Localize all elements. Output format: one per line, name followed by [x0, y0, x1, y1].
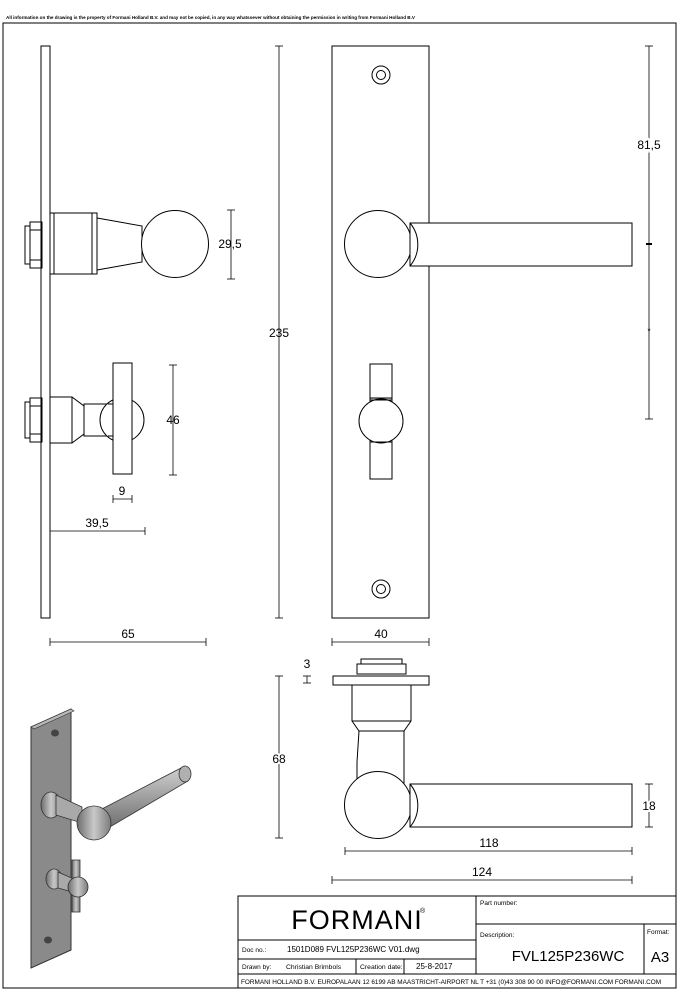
dim-side-height: 235: [269, 326, 289, 340]
dim-handle-projection: 65: [121, 627, 135, 641]
creation-date-label: Creation date:: [360, 964, 403, 971]
side-turn-assembly: [24, 362, 145, 475]
dim-turn-width: 9: [119, 484, 126, 498]
format-label: Format:: [647, 929, 670, 936]
screw-hole-top: [371, 65, 391, 85]
front-view: [331, 45, 633, 619]
front-turn: [358, 363, 404, 480]
creation-date-value: 25-8-2017: [416, 962, 453, 971]
dim-lever-length-total: 124: [472, 865, 492, 879]
side-lever-assembly: [24, 210, 209, 278]
part-number-label: Part number:: [480, 900, 518, 907]
registered-mark: ®: [420, 907, 426, 915]
center-mark: *: [647, 327, 650, 336]
dim-knob-diameter: 29,5: [218, 237, 242, 251]
side-dimension-lines: [49, 45, 283, 646]
front-backplate: [331, 45, 430, 619]
dim-hole-distance: 81,5: [637, 138, 661, 152]
description-value: FVL125P236WC: [512, 948, 625, 965]
side-backplate: [40, 45, 51, 619]
dim-turn-projection: 39,5: [85, 516, 109, 530]
footer-address: FORMANI HOLLAND B.V. EUROPALAAN 12 6199 …: [241, 979, 661, 986]
format-value: A3: [651, 949, 669, 966]
dim-lever-projection: 68: [272, 752, 286, 766]
dim-turn-height: 46: [166, 413, 180, 427]
side-view: [24, 45, 209, 619]
copyright-notice: All information on the drawing is the pr…: [6, 15, 415, 20]
drawn-by-value: Christian Brimbols: [286, 964, 342, 971]
dim-lever-thickness: 18: [642, 799, 656, 813]
top-view: [332, 658, 633, 839]
drawing-frame: [2, 22, 677, 989]
front-lever: [344, 210, 633, 278]
isometric-render: [30, 708, 192, 969]
front-dimension-lines: [331, 45, 653, 646]
top-dimension-lines: [275, 675, 653, 884]
dim-lever-length-inner: 118: [479, 836, 498, 850]
screw-hole-bottom: [371, 579, 391, 599]
brand-logo: FORMANI: [291, 905, 423, 935]
drawn-by-label: Drawn by:: [242, 964, 271, 971]
dim-plate-width: 40: [374, 627, 388, 641]
top-rose: [332, 675, 430, 686]
doc-no-label: Doc no.:: [242, 947, 266, 954]
description-label: Description:: [480, 932, 515, 939]
dim-rose-thickness: 3: [304, 657, 311, 671]
doc-no-value: 1501D089 FVL125P236WC V01.dwg: [287, 945, 420, 954]
title-block-lines: [237, 895, 677, 989]
